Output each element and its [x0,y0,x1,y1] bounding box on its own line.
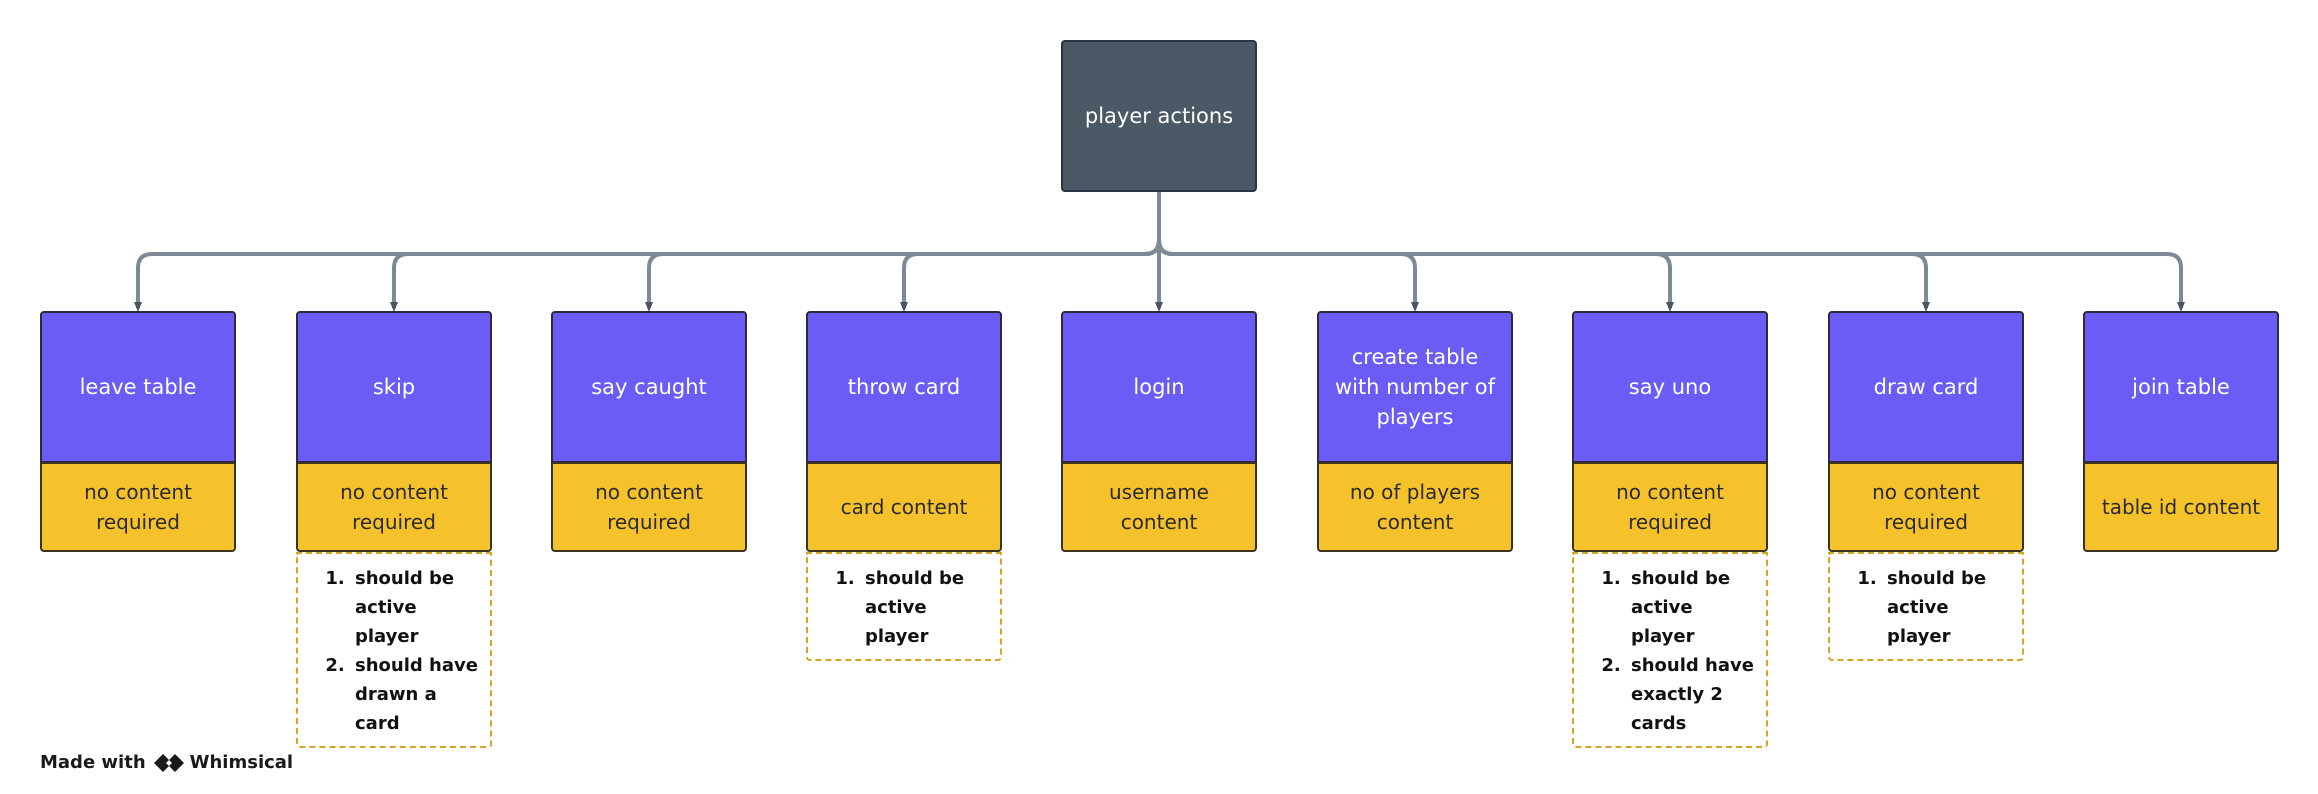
action-node-0[interactable]: leave table [40,311,236,463]
whimsical-logo-icon [153,753,184,772]
content-node-label: card content [840,495,968,519]
action-node-2[interactable]: say caught [551,311,747,463]
content-node-1[interactable]: no content required [296,462,492,552]
content-node-label: no content required [595,480,703,534]
precondition-item: should have drawn a card [351,651,480,738]
precondition-note-3[interactable]: should be active player [806,552,1002,661]
precondition-list: should be active playershould have exact… [1600,564,1756,738]
action-node-label: create table with number of players [1334,345,1496,429]
root-node-label: player actions [1084,104,1234,128]
action-node-3[interactable]: throw card [806,311,1002,463]
connector-edge-7 [1157,238,1930,312]
precondition-list: should be active playershould have drawn… [324,564,480,738]
connector-edge-1 [390,238,1161,312]
content-node-6[interactable]: no content required [1572,462,1768,552]
action-node-label: throw card [847,375,961,399]
precondition-item: should be active player [1627,564,1756,651]
precondition-item: should be active player [351,564,480,651]
content-node-label: no content required [1616,480,1724,534]
content-node-3[interactable]: card content [806,462,1002,552]
precondition-list: should be active player [834,564,990,651]
root-node-player-actions[interactable]: player actions [1061,40,1257,192]
precondition-item: should have exactly 2 cards [1627,651,1756,738]
content-node-label: username content [1109,480,1209,534]
content-node-2[interactable]: no content required [551,462,747,552]
action-node-label: draw card [1873,375,1979,399]
content-node-5[interactable]: no of players content [1317,462,1513,552]
content-node-4[interactable]: username content [1061,462,1257,552]
made-with-label: Made with [40,752,146,773]
precondition-item: should be active player [1883,564,2012,651]
precondition-note-7[interactable]: should be active player [1828,552,2024,661]
content-node-8[interactable]: table id content [2083,462,2279,552]
action-node-label: skip [372,375,416,399]
made-with-whimsical-badge[interactable]: Made with Whimsical [40,752,293,773]
whimsical-brand-label: Whimsical [189,752,294,773]
content-node-label: no of players content [1349,480,1481,534]
content-node-label: table id content [2101,495,2261,519]
action-node-8[interactable]: join table [2083,311,2279,463]
precondition-note-1[interactable]: should be active playershould have drawn… [296,552,492,748]
action-node-label: say caught [591,375,707,399]
precondition-item: should be active player [861,564,990,651]
connector-edge-8 [1157,238,2185,312]
action-node-4[interactable]: login [1061,311,1257,463]
action-node-label: say uno [1628,375,1712,399]
action-node-label: login [1133,375,1185,399]
action-node-label: leave table [79,375,197,399]
precondition-list: should be active player [1856,564,2012,651]
action-node-label: join table [2132,375,2230,399]
action-node-7[interactable]: draw card [1828,311,2024,463]
precondition-note-6[interactable]: should be active playershould have exact… [1572,552,1768,748]
content-node-0[interactable]: no content required [40,462,236,552]
action-node-1[interactable]: skip [296,311,492,463]
content-node-7[interactable]: no content required [1828,462,2024,552]
content-node-label: no content required [340,480,448,534]
connector-edge-3 [900,238,1161,312]
action-node-5[interactable]: create table with number of players [1317,311,1513,463]
action-node-6[interactable]: say uno [1572,311,1768,463]
connector-edge-5 [1157,238,1419,312]
content-node-label: no content required [84,480,192,534]
content-node-label: no content required [1872,480,1980,534]
